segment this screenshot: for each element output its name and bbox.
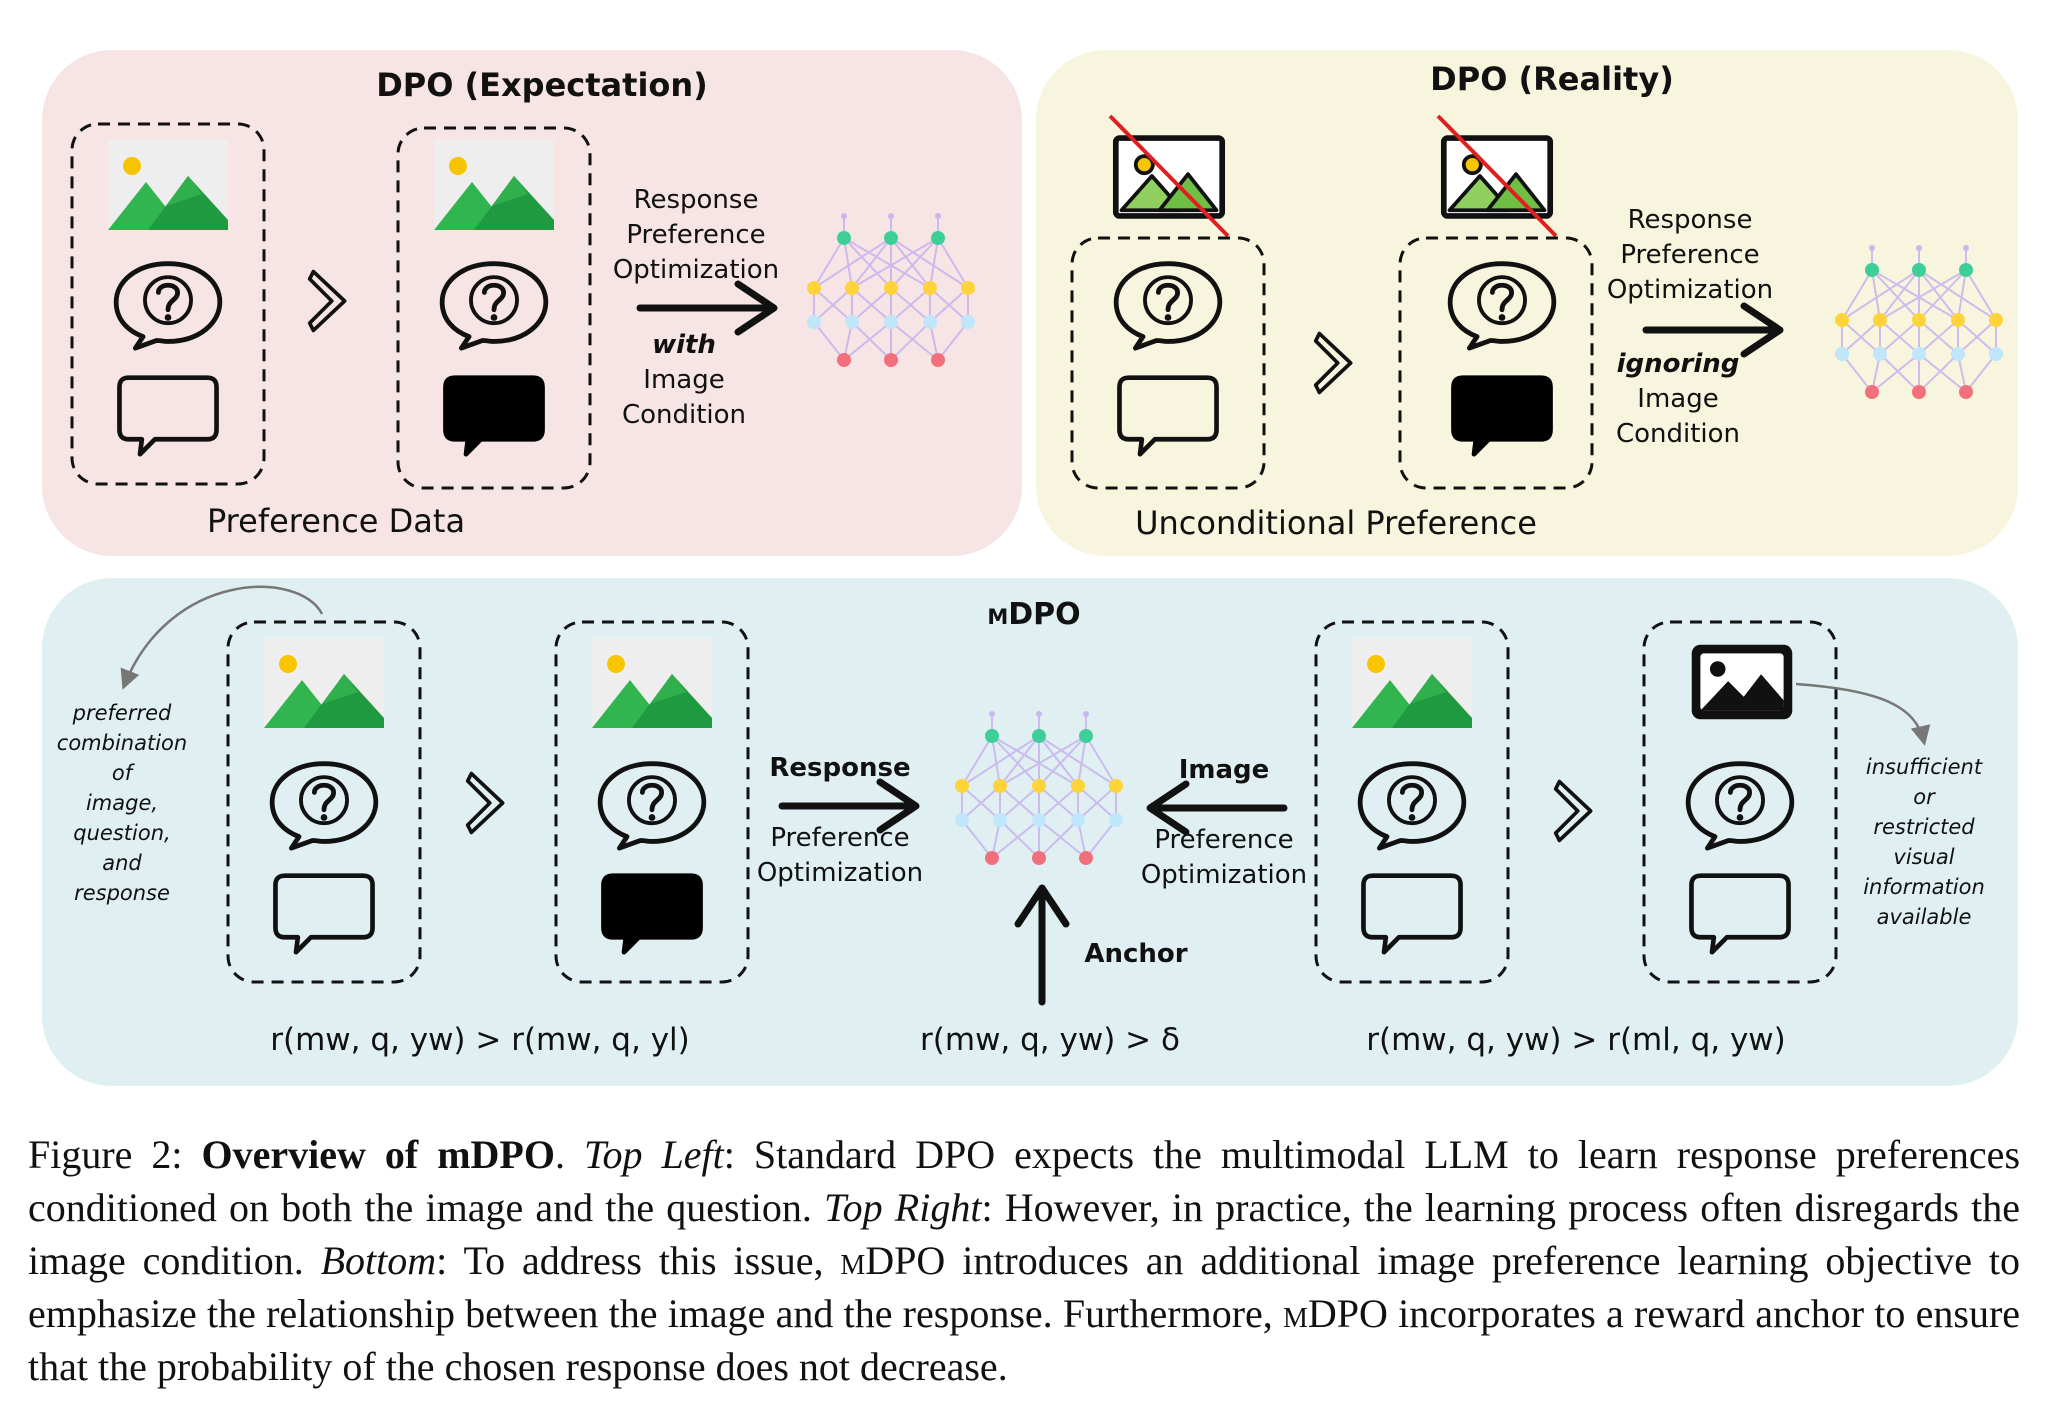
arrow-label: Preference xyxy=(1620,240,1759,270)
preference-sample-box xyxy=(1642,620,1838,984)
strike-through-line xyxy=(1436,114,1558,238)
note-line: available xyxy=(1877,905,1972,929)
curved-arrow xyxy=(120,585,324,690)
arrow-label-bold: Response xyxy=(769,753,910,783)
right-arrow-icon xyxy=(1642,302,1784,358)
arrow-label: Preference xyxy=(626,220,765,250)
note-line: and xyxy=(102,851,142,875)
right-arrow-icon xyxy=(636,280,778,336)
image-icon xyxy=(1352,638,1472,728)
caption-tag-top-left: Top Left xyxy=(583,1132,724,1177)
arrow-label: Response xyxy=(634,185,759,215)
caption-tag-top-right: Top Right xyxy=(824,1185,982,1230)
curved-arrow xyxy=(1795,682,1931,746)
note-line: image, xyxy=(86,791,158,815)
left-arrow-icon xyxy=(1146,780,1288,836)
up-arrow-icon xyxy=(1014,884,1070,1006)
panel-title: DPO (Reality) xyxy=(1430,60,1674,98)
image-icon xyxy=(108,140,228,230)
note-line: information xyxy=(1863,875,1985,899)
note-line: or xyxy=(1913,785,1936,809)
arrow-label: Optimization xyxy=(757,858,923,888)
right-arrow-icon xyxy=(778,778,920,834)
panel-dpo-expectation: DPO (Expectation) Response Preference Op… xyxy=(42,50,1022,556)
preference-sample-box xyxy=(1314,620,1510,984)
anchor-label: Anchor xyxy=(1084,939,1187,969)
arrow-label-bold: Image xyxy=(1179,755,1270,785)
preference-sample-box xyxy=(1070,236,1266,490)
caption-title: Overview of mDPO xyxy=(201,1132,555,1177)
preference-sample-box xyxy=(554,620,750,984)
arrow-emphasis: ignoring xyxy=(1617,349,1740,379)
caption-text: introduces an additional image preferenc… xyxy=(28,1238,2020,1336)
arrow-label: Optimization xyxy=(613,255,779,285)
caption-text: incorporates a reward anchor to ensure t… xyxy=(28,1291,2021,1389)
panel-footer: Unconditional Preference xyxy=(1135,504,1537,542)
preference-sample-box xyxy=(226,620,422,984)
panel-dpo-reality: DPO (Reality) Response Preference Optimi… xyxy=(1036,50,2018,556)
image-icon-restricted xyxy=(1691,644,1793,720)
image-icon xyxy=(264,638,384,728)
note-line: of xyxy=(112,761,136,785)
image-icon xyxy=(592,638,712,728)
strike-through-line xyxy=(1108,114,1230,238)
note-line: preferred xyxy=(72,701,172,725)
preference-sample-box xyxy=(1398,236,1594,490)
left-note: preferred combination of image, question, and… xyxy=(57,701,187,905)
caption-text: To address this issue, xyxy=(463,1238,824,1283)
formula-image-preference: r(mw, q, yw) > r(ml, q, yw) xyxy=(1366,1022,1786,1058)
image-icon xyxy=(434,140,554,230)
caption-mdpo: mDPO xyxy=(1283,1291,1388,1336)
caption-tag-bottom: Bottom xyxy=(320,1238,437,1283)
right-note: insufficient or restricted visual informatio… xyxy=(1863,755,1985,929)
arrow-emphasis: with xyxy=(652,330,716,360)
arrow-label: Condition xyxy=(622,400,746,430)
note-line: combination xyxy=(57,731,187,755)
note-line: restricted xyxy=(1873,815,1975,839)
caption-label: Figure 2: xyxy=(28,1132,183,1177)
caption-text: However, in practice, the learning proce… xyxy=(28,1185,2021,1283)
note-line: visual xyxy=(1893,845,1954,869)
preference-sample-box xyxy=(70,122,266,486)
caption-text: Standard DPO expects the multimodal LLM … xyxy=(28,1132,2021,1230)
figure-caption: Figure 2: Overview of mDPO. Top Left: St… xyxy=(28,1132,2021,1389)
arrow-label: Image xyxy=(1637,384,1718,414)
arrow-label: Optimization xyxy=(1607,275,1773,305)
panel-title: mDPO xyxy=(987,597,1080,632)
note-line: response xyxy=(74,881,170,905)
formula-anchor: r(mw, q, yw) > δ xyxy=(920,1022,1180,1058)
arrow-label: Image xyxy=(643,365,724,395)
arrow-label: Optimization xyxy=(1141,860,1307,890)
note-line: insufficient xyxy=(1866,755,1983,779)
formula-response-preference: r(mw, q, yw) > r(mw, q, yl) xyxy=(270,1022,690,1058)
note-line: question, xyxy=(73,821,170,845)
panel-footer: Preference Data xyxy=(207,502,465,540)
panel-mdpo: mDPO preferred combination of image, questio… xyxy=(42,578,2018,1086)
preference-sample-box xyxy=(396,126,592,490)
arrow-label: Preference xyxy=(1154,825,1293,855)
arrow-label: Condition xyxy=(1616,419,1740,449)
caption-mdpo: mDPO xyxy=(840,1238,946,1283)
arrow-label: Response xyxy=(1628,205,1753,235)
panel-title: DPO (Expectation) xyxy=(376,66,708,104)
